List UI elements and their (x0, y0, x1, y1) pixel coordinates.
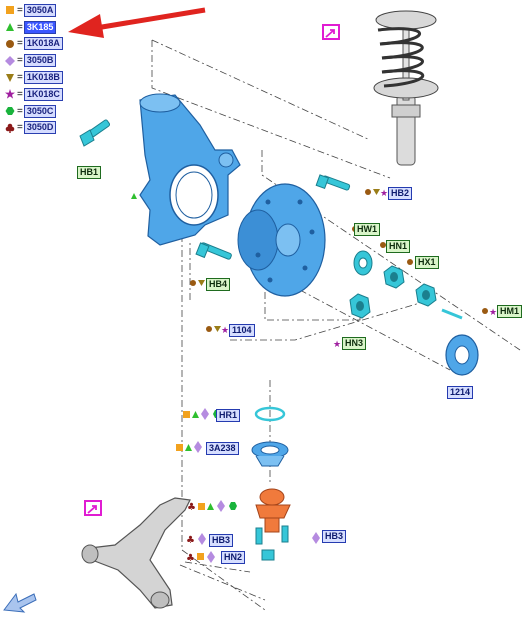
legend-equals: = (17, 21, 23, 33)
svg-text:♣: ♣ (186, 553, 195, 564)
legend-code[interactable]: 3050A (23, 3, 57, 17)
svg-text:★: ★ (333, 340, 341, 350)
wheel-hub[interactable] (237, 183, 326, 297)
diamond-symbol-icon (4, 55, 16, 67)
washer-hw1[interactable] (353, 250, 373, 276)
ball-joint[interactable] (255, 488, 291, 533)
label-hb3-left[interactable]: HB3 (209, 534, 234, 547)
circle-symbol-icon (4, 38, 16, 50)
nut-hn3[interactable] (349, 293, 371, 319)
steering-knuckle[interactable] (139, 93, 241, 246)
svg-text:♣: ♣ (186, 535, 195, 546)
bolt-hb3[interactable] (255, 525, 289, 545)
legend-equals: = (17, 38, 23, 50)
back-arrow-icon[interactable] (2, 590, 38, 614)
legend-item[interactable]: =1K018B (4, 69, 84, 86)
legend-item[interactable]: =1K018A (4, 36, 84, 53)
bolt-hb4[interactable] (195, 242, 232, 260)
legend-item[interactable]: =3050D (4, 120, 84, 137)
legend-code[interactable]: 1K018B (23, 71, 63, 85)
label-3a238[interactable]: 3A238 (206, 442, 239, 455)
legend-code[interactable]: 3050C (23, 104, 57, 118)
label-hr1[interactable]: HR1 (216, 409, 241, 422)
nut-hx1[interactable] (415, 283, 437, 307)
legend-equals: = (17, 122, 23, 134)
ring-hr1[interactable] (254, 406, 286, 422)
dust-shield[interactable] (445, 334, 479, 376)
legend-code[interactable]: 1K018A (23, 37, 63, 51)
label-hb1[interactable]: HB1 (77, 166, 102, 179)
nut-hn2[interactable] (261, 549, 275, 561)
star-symbol-icon (4, 88, 16, 100)
edit-link-icon[interactable] (84, 500, 102, 516)
triangle-symbol-icon (131, 193, 137, 199)
svg-text:★: ★ (489, 308, 497, 318)
label-hb3-right[interactable]: HB3 (322, 530, 347, 543)
edit-link-icon[interactable] (322, 24, 340, 40)
label-hb2[interactable]: HB2 (388, 187, 413, 200)
legend-equals: = (17, 72, 23, 84)
nut-hn1[interactable] (383, 265, 405, 289)
svg-text:★: ★ (380, 189, 388, 199)
bolt-hb2[interactable] (315, 174, 351, 191)
legend-code[interactable]: 3050B (23, 54, 57, 68)
label-hx1[interactable]: HX1 (415, 256, 439, 269)
seal-3a238[interactable] (251, 441, 289, 467)
legend-item[interactable]: =3050A (4, 2, 84, 19)
label-symbols: ★ ★ ★ ★ ♣ ♣ ♣ (176, 189, 497, 564)
legend-code[interactable]: 3050D (23, 121, 57, 135)
label-hb4[interactable]: HB4 (206, 278, 231, 291)
triangle-symbol-icon (4, 21, 16, 33)
bolt-hb1[interactable] (79, 119, 111, 147)
label-hn3[interactable]: HN3 (342, 337, 367, 350)
legend: =3050A=3K185=1K018A=3050B=1K018B=1K018C=… (4, 2, 84, 136)
legend-item[interactable]: =1K018C (4, 86, 84, 103)
legend-equals: = (17, 4, 23, 16)
svg-text:★: ★ (221, 326, 229, 336)
hexagon-symbol-icon (4, 105, 16, 117)
legend-equals: = (17, 88, 23, 100)
svg-text:♣: ♣ (187, 502, 196, 513)
label-hw1[interactable]: HW1 (354, 223, 380, 236)
legend-code[interactable]: 3K185 (23, 20, 57, 34)
legend-item[interactable]: =3050B (4, 52, 84, 69)
label-1214[interactable]: 1214 (447, 386, 474, 399)
red-arrow-icon (68, 7, 206, 38)
legend-item[interactable]: =3050C (4, 103, 84, 120)
legend-equals: = (17, 55, 23, 67)
strut-assembly[interactable] (373, 10, 439, 166)
pin-hm1[interactable] (441, 308, 463, 320)
label-hn1[interactable]: HN1 (386, 240, 411, 253)
control-arm[interactable] (81, 497, 191, 609)
square-symbol-icon (4, 4, 16, 16)
label-hn2[interactable]: HN2 (221, 551, 246, 564)
legend-equals: = (17, 105, 23, 117)
label-1104[interactable]: 1104 (229, 324, 255, 337)
down-triangle-symbol-icon (4, 72, 16, 84)
label-hm1[interactable]: HM1 (497, 305, 523, 318)
legend-code[interactable]: 1K018C (23, 87, 63, 101)
assembly-lines (151, 39, 521, 611)
club-symbol-icon (4, 122, 16, 134)
legend-item[interactable]: =3K185 (4, 19, 84, 36)
